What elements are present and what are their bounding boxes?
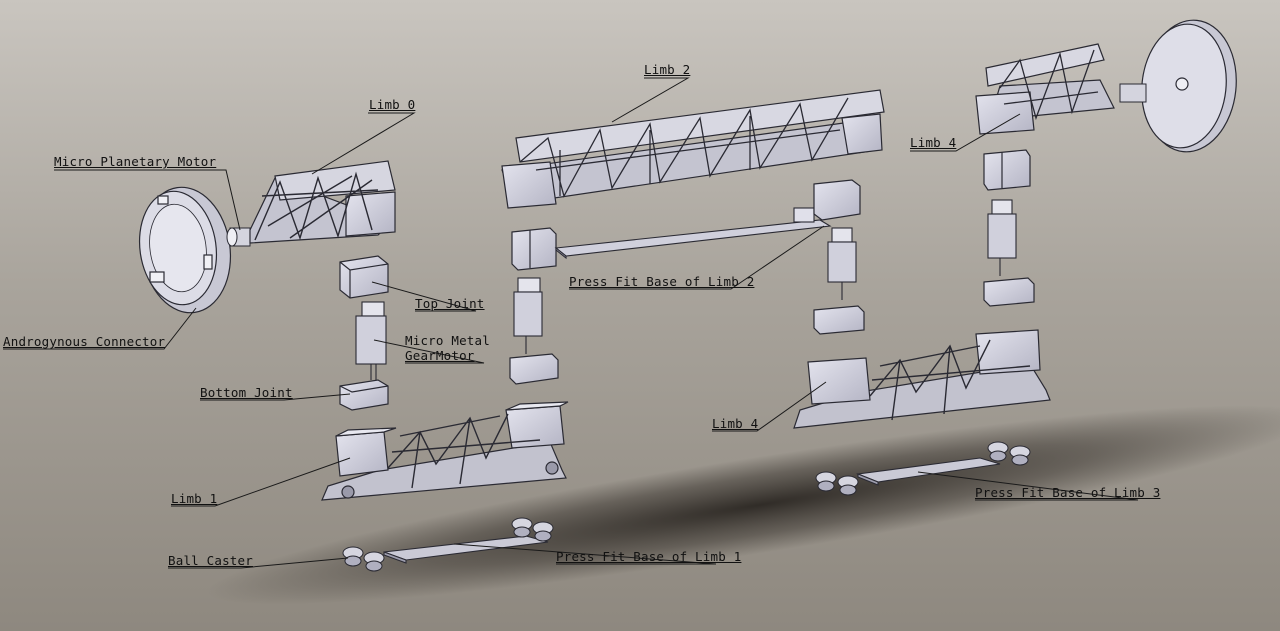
label-micro-metal-gearmotor-line2: GearMotor [405, 348, 475, 363]
ball-caster-limb3 [815, 441, 1031, 496]
label-press-fit-base-limb3: Press Fit Base of Limb 3 [975, 485, 1161, 500]
label-bottom-joint: Bottom Joint [200, 385, 293, 400]
label-press-fit-base-limb2: Press Fit Base of Limb 2 [569, 274, 755, 289]
label-limb2: Limb 2 [644, 62, 691, 77]
bottom-joint-middle-left [509, 353, 559, 385]
micro-planetary-motor [226, 227, 251, 247]
androgynous-connector-left [138, 186, 232, 314]
label-micro-planetary-motor: Micro Planetary Motor [54, 154, 217, 169]
label-androgynous-connector: Androgynous Connector [3, 334, 166, 349]
androgynous-connector-right [1141, 19, 1237, 153]
label-top-joint: Top Joint [415, 296, 485, 311]
label-limb0: Limb 0 [369, 97, 416, 112]
ball-caster-limb1 [342, 517, 554, 572]
micro-metal-gearmotor-middle-right [827, 227, 857, 300]
limb1-truss [321, 401, 569, 501]
top-joint-middle-left [511, 227, 557, 271]
top-joint-middle-right [813, 179, 861, 221]
press-fit-base-limb1 [383, 535, 549, 564]
bottom-joint-middle-right [813, 305, 865, 335]
press-fit-base-limb2 [554, 207, 832, 260]
press-fit-base-limb3 [855, 457, 1001, 486]
micro-metal-gearmotor-left [355, 301, 387, 380]
top-joint-right [983, 149, 1031, 191]
label-micro-metal-gearmotor: Micro Metal GearMotor [405, 333, 490, 363]
top-joint-left [339, 255, 389, 299]
label-micro-metal-gearmotor-line1: Micro Metal [405, 333, 490, 348]
limb2-truss [501, 89, 885, 209]
ground-shadow [206, 405, 1280, 605]
bottom-joint-right [983, 277, 1035, 307]
micro-metal-gearmotor-right [987, 199, 1017, 276]
bottom-joint-left [339, 379, 389, 411]
limb4-top-truss [975, 43, 1115, 135]
micro-planetary-motor-right [1119, 83, 1147, 103]
micro-metal-gearmotor-middle-left [513, 277, 543, 354]
label-limb4-bottom: Limb 4 [712, 416, 759, 431]
label-limb1: Limb 1 [171, 491, 218, 506]
label-press-fit-base-limb1: Press Fit Base of Limb 1 [556, 549, 742, 564]
label-limb4-top: Limb 4 [910, 135, 957, 150]
limb4-bottom-truss [793, 329, 1051, 429]
leader-lines [3, 77, 1139, 569]
label-ball-caster: Ball Caster [168, 553, 253, 568]
limb0-truss [249, 160, 396, 244]
